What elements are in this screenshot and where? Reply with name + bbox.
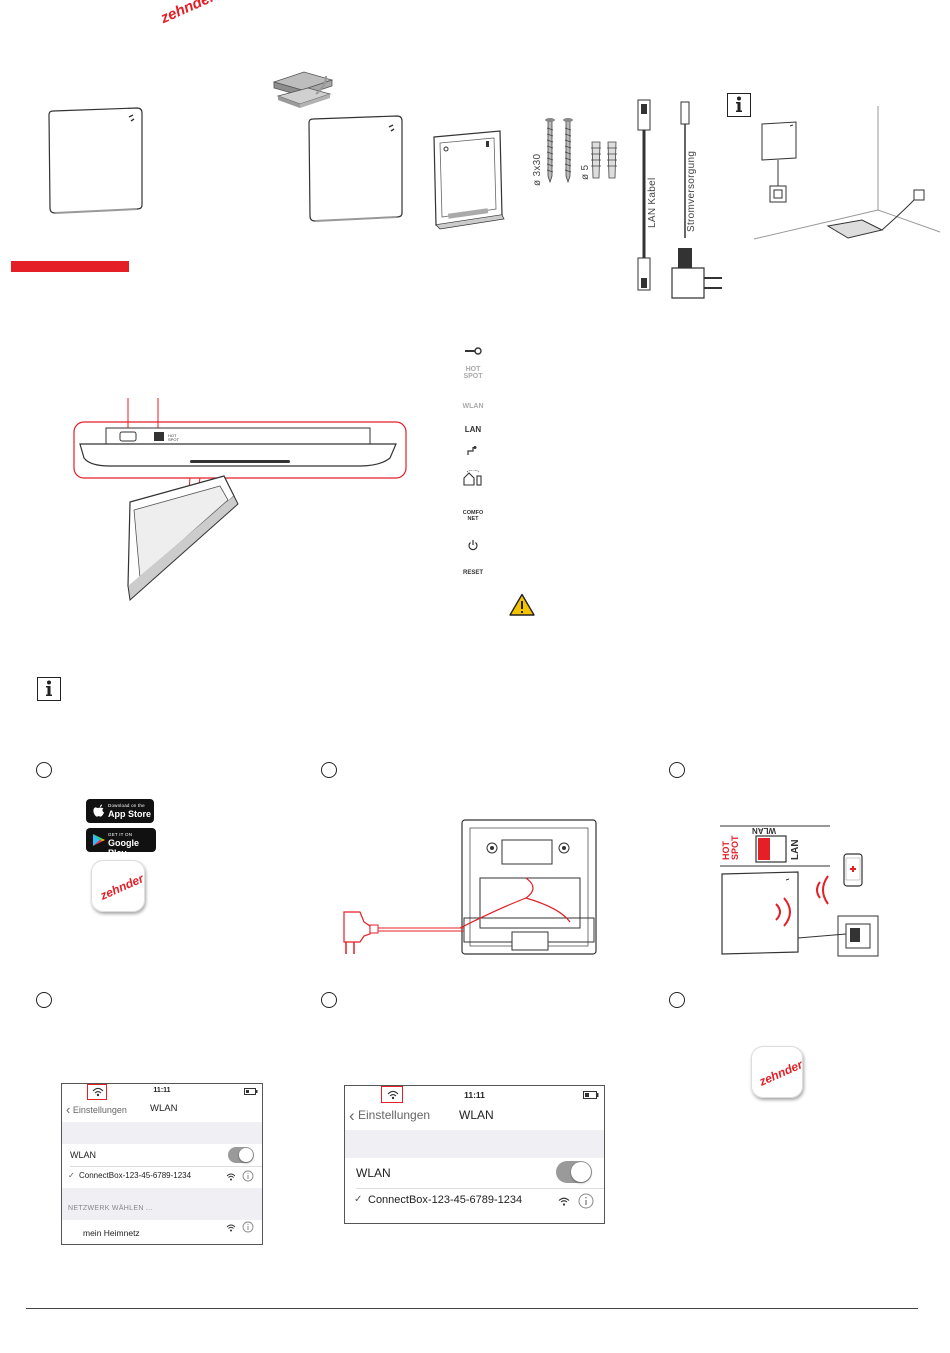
section-gap-2 <box>345 1130 604 1158</box>
info-circle-icon-3[interactable] <box>578 1193 594 1209</box>
device-back-wiring-illustration <box>343 819 597 955</box>
legend-wlan: WLAN <box>462 403 484 410</box>
device-hotspot-illustration <box>721 853 879 957</box>
app-store-big: App Store <box>108 809 152 819</box>
section-header: NETZWERK WÄHLEN ... <box>68 1205 153 1212</box>
mounting-frame-illustration <box>433 130 505 230</box>
row-divider <box>70 1166 262 1167</box>
power-supply-label: Stromversorgung <box>686 150 697 232</box>
chevron-left-icon-2: ‹ <box>349 1106 355 1125</box>
installation-room-illustration <box>753 106 941 240</box>
wlan-row-label-2: WLAN <box>356 1166 391 1180</box>
checkmark-icon-2: ✓ <box>354 1194 363 1205</box>
wlan-toggle-row: WLAN <box>62 1144 262 1166</box>
google-play-icon <box>93 834 105 846</box>
row-divider-2 <box>356 1188 604 1189</box>
step-2-circle <box>321 762 337 778</box>
step-4-circle <box>36 992 52 1008</box>
other-network-name: mein Heimnetz <box>83 1228 140 1238</box>
app-store-small: Download on the <box>108 803 145 808</box>
wlan-toggle[interactable] <box>228 1147 254 1163</box>
google-play-big: Google Play <box>108 838 139 858</box>
zehnder-app-icon[interactable]: zehnder <box>91 860 146 912</box>
lan-cable-label: LAN Kabel <box>647 177 658 228</box>
battery-icon-2 <box>583 1091 599 1099</box>
wifi-status-icon-2 <box>387 1090 399 1100</box>
slider-wlan-label: WLAN <box>752 826 776 835</box>
other-network-row[interactable]: mein Heimnetz <box>62 1220 262 1242</box>
connected-network-name: ConnectBox-123-45-6789-1234 <box>79 1171 192 1180</box>
back-button[interactable]: ‹ Einstellungen <box>66 1102 127 1117</box>
screws-illustration <box>545 118 573 184</box>
wifi-status-icon <box>92 1087 104 1097</box>
zehnder-logo: zehnder <box>158 0 218 27</box>
power-supply-illustration <box>671 101 722 299</box>
wlan-toggle-knob-2 <box>571 1162 591 1182</box>
zehnder-app-icon-2[interactable]: zehnder <box>751 1046 805 1098</box>
port-strip-detail: HOT SPOT <box>73 398 407 601</box>
chevron-left-icon: ‹ <box>66 1102 71 1117</box>
phone-wifi-settings-2: 11:11 ‹ Einstellungen WLAN WLAN ✓ Connec… <box>344 1085 605 1224</box>
step-5-circle <box>321 992 337 1008</box>
lan-cable-illustration <box>637 99 651 291</box>
app-store-badge[interactable]: Download on the App Store <box>86 799 154 823</box>
device-front-illustration <box>48 107 143 214</box>
wlan-toggle-knob <box>239 1148 253 1162</box>
svg-text:HOT: HOT <box>168 433 177 438</box>
battery-icon <box>244 1088 258 1095</box>
wlan-toggle-2[interactable] <box>556 1161 592 1183</box>
legend-lan: LAN <box>464 425 482 434</box>
info-icon <box>727 93 751 117</box>
zehnder-app-icon-logo-2: zehnder <box>757 1057 805 1089</box>
service-port-icon <box>467 446 477 455</box>
google-play-small: GET IT ON <box>108 832 133 837</box>
device-front-illustration-2 <box>308 115 403 222</box>
phone-wifi-settings-1: 11:11 ‹ Einstellungen WLAN WLAN ✓ Connec… <box>61 1083 263 1245</box>
legend-comfonet: COMFO NET <box>462 510 484 522</box>
checkmark-icon: ✓ <box>68 1171 75 1180</box>
wifi-signal-icon <box>226 1173 236 1181</box>
power-icon <box>468 540 478 551</box>
footer-divider <box>26 1308 918 1309</box>
wifi-signal-icon-2 <box>226 1224 236 1232</box>
wifi-signal-icon-3 <box>558 1197 570 1206</box>
key-icon <box>465 347 482 355</box>
dowels-label: ø 5 <box>580 164 591 180</box>
home-device-icon <box>463 470 482 486</box>
status-time: 11:11 <box>153 1087 171 1094</box>
wifi-status-highlight-2 <box>381 1086 403 1103</box>
connected-network-name-2: ConnectBox-123-45-6789-1234 <box>368 1194 523 1206</box>
step-3-circle <box>669 762 685 778</box>
svg-text:SPOT: SPOT <box>168 437 179 442</box>
apple-icon <box>93 804 104 817</box>
connected-network-row[interactable]: ✓ ConnectBox-123-45-6789-1234 <box>62 1168 262 1186</box>
screen-title-2: WLAN <box>459 1108 494 1122</box>
legend-reset: RESET <box>462 570 483 576</box>
wifi-status-highlight <box>87 1084 107 1100</box>
wlan-toggle-row-2: WLAN <box>345 1158 604 1188</box>
zehnder-app-icon-logo: zehnder <box>98 871 146 903</box>
warning-icon <box>509 593 535 616</box>
hotspot-slider-illustration <box>720 825 830 867</box>
info-circle-icon-2[interactable] <box>242 1221 254 1233</box>
packaging-box-illustration <box>272 71 334 108</box>
back-button-2[interactable]: ‹ Einstellungen <box>349 1106 430 1126</box>
info-icon-2 <box>37 677 61 701</box>
wlan-row-label: WLAN <box>70 1150 97 1160</box>
dowels-illustration <box>591 141 617 179</box>
screen-title: WLAN <box>150 1103 178 1114</box>
connected-network-row-2[interactable]: ✓ ConnectBox-123-45-6789-1234 <box>345 1190 604 1214</box>
legend-hot-spot: HOT SPOT <box>463 366 483 380</box>
info-circle-icon[interactable] <box>242 1170 254 1182</box>
step-1-circle <box>36 762 52 778</box>
status-time-2: 11:11 <box>464 1090 485 1100</box>
google-play-badge[interactable]: GET IT ON Google Play <box>86 828 156 858</box>
step-6-circle <box>669 992 685 1008</box>
back-label: Einstellungen <box>72 1105 127 1115</box>
screws-label: ø 3x30 <box>532 153 543 186</box>
section-red-bar <box>11 261 129 272</box>
section-gap <box>62 1122 262 1144</box>
section-header-bg <box>62 1188 262 1220</box>
back-label-2: Einstellungen <box>358 1108 431 1122</box>
